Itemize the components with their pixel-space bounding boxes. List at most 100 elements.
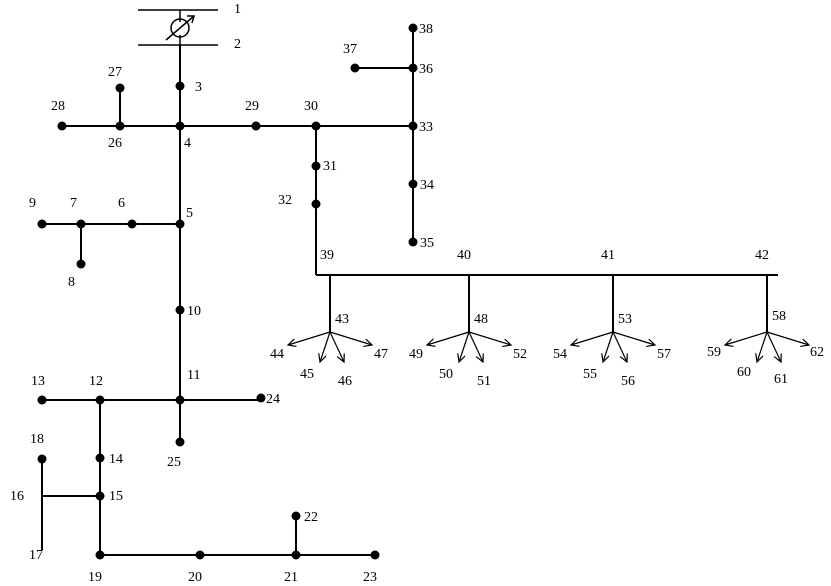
node-38 bbox=[408, 23, 418, 33]
label-7: 7 bbox=[70, 196, 77, 211]
label-42: 42 bbox=[755, 248, 769, 263]
label-19: 19 bbox=[88, 570, 102, 585]
node-5 bbox=[175, 219, 185, 229]
load-arrow-59 bbox=[725, 331, 768, 345]
load-arrow-60 bbox=[757, 331, 768, 362]
node-24 bbox=[256, 393, 266, 403]
load-arrow-50 bbox=[459, 331, 470, 362]
label-8: 8 bbox=[68, 275, 75, 290]
load-arrow-45 bbox=[320, 331, 331, 362]
label-53: 53 bbox=[618, 312, 632, 327]
node-34 bbox=[408, 179, 418, 189]
label-62: 62 bbox=[810, 345, 824, 360]
node-11 bbox=[175, 395, 185, 405]
node-8 bbox=[76, 259, 86, 269]
load-arrow-52 bbox=[468, 331, 511, 345]
label-50: 50 bbox=[439, 367, 453, 382]
label-24: 24 bbox=[266, 392, 280, 407]
label-27: 27 bbox=[108, 65, 122, 80]
bus-labels: 1 2 3 4 5 6 7 8 9 10 11 12 13 14 15 16 1… bbox=[10, 2, 824, 585]
label-48: 48 bbox=[474, 312, 488, 327]
node-37 bbox=[350, 63, 360, 73]
label-28: 28 bbox=[51, 99, 65, 114]
label-39: 39 bbox=[320, 248, 334, 263]
label-57: 57 bbox=[657, 347, 671, 362]
load-arrow-54 bbox=[571, 331, 614, 345]
label-16: 16 bbox=[10, 489, 24, 504]
label-5: 5 bbox=[186, 206, 193, 221]
node-22 bbox=[291, 511, 301, 521]
node-7 bbox=[76, 219, 86, 229]
label-44: 44 bbox=[270, 347, 284, 362]
label-34: 34 bbox=[420, 178, 434, 193]
load-arrow-62 bbox=[766, 331, 809, 345]
load-arrows bbox=[288, 331, 809, 362]
label-46: 46 bbox=[338, 374, 352, 389]
label-6: 6 bbox=[118, 196, 125, 211]
label-20: 20 bbox=[188, 570, 202, 585]
label-2: 2 bbox=[234, 37, 241, 52]
label-25: 25 bbox=[167, 455, 181, 470]
load-arrow-46 bbox=[329, 331, 344, 362]
label-49: 49 bbox=[409, 347, 423, 362]
label-3: 3 bbox=[195, 80, 202, 95]
label-9: 9 bbox=[29, 196, 36, 211]
label-10: 10 bbox=[187, 304, 201, 319]
load-arrow-47 bbox=[329, 331, 372, 345]
label-38: 38 bbox=[419, 22, 433, 37]
load-arrow-51 bbox=[468, 331, 483, 362]
label-55: 55 bbox=[583, 367, 597, 382]
label-52: 52 bbox=[513, 347, 527, 362]
node-6 bbox=[127, 219, 137, 229]
label-36: 36 bbox=[419, 62, 433, 77]
label-35: 35 bbox=[420, 236, 434, 251]
label-15: 15 bbox=[109, 489, 123, 504]
node-29 bbox=[251, 121, 261, 131]
label-23: 23 bbox=[363, 570, 377, 585]
label-40: 40 bbox=[457, 248, 471, 263]
label-54: 54 bbox=[553, 347, 567, 362]
label-61: 61 bbox=[774, 372, 788, 387]
node-10 bbox=[175, 305, 185, 315]
label-58: 58 bbox=[772, 309, 786, 324]
label-18: 18 bbox=[30, 432, 44, 447]
node-25 bbox=[175, 437, 185, 447]
label-1: 1 bbox=[234, 2, 241, 17]
node-31 bbox=[311, 161, 321, 171]
load-arrow-49 bbox=[427, 331, 470, 345]
label-14: 14 bbox=[109, 452, 123, 467]
label-43: 43 bbox=[335, 312, 349, 327]
load-arrow-56 bbox=[612, 331, 627, 362]
label-29: 29 bbox=[245, 99, 259, 114]
node-32 bbox=[311, 199, 321, 209]
node-35 bbox=[408, 237, 418, 247]
node-26 bbox=[115, 121, 125, 131]
label-47: 47 bbox=[374, 347, 388, 362]
label-32: 32 bbox=[278, 193, 292, 208]
label-59: 59 bbox=[707, 345, 721, 360]
node-4 bbox=[175, 121, 185, 131]
label-4: 4 bbox=[184, 136, 191, 151]
node-28 bbox=[57, 121, 67, 131]
label-45: 45 bbox=[300, 367, 314, 382]
node-12 bbox=[95, 395, 105, 405]
node-21 bbox=[291, 550, 301, 560]
label-60: 60 bbox=[737, 365, 751, 380]
node-33 bbox=[408, 121, 418, 131]
node-30 bbox=[311, 121, 321, 131]
label-30: 30 bbox=[304, 99, 318, 114]
bus-nodes bbox=[37, 23, 418, 560]
node-27 bbox=[115, 83, 125, 93]
load-arrow-57 bbox=[612, 331, 655, 345]
label-11: 11 bbox=[187, 368, 200, 383]
label-33: 33 bbox=[419, 120, 433, 135]
load-arrow-44 bbox=[288, 331, 331, 345]
load-arrow-61 bbox=[766, 331, 781, 362]
label-21: 21 bbox=[284, 570, 298, 585]
node-20 bbox=[195, 550, 205, 560]
transformer-symbol bbox=[138, 9, 218, 46]
node-14 bbox=[95, 453, 105, 463]
load-arrow-55 bbox=[603, 331, 614, 362]
label-51: 51 bbox=[477, 374, 491, 389]
label-26: 26 bbox=[108, 136, 122, 151]
